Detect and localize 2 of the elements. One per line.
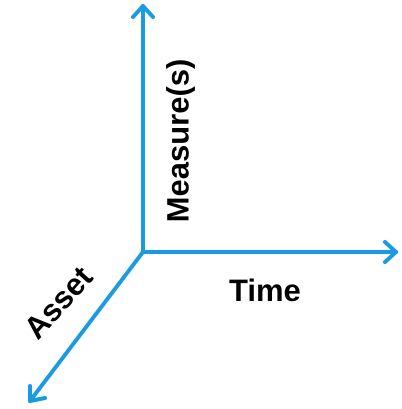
axis-label: Measure(s) [162,58,194,222]
axis-label: Time [229,274,301,306]
